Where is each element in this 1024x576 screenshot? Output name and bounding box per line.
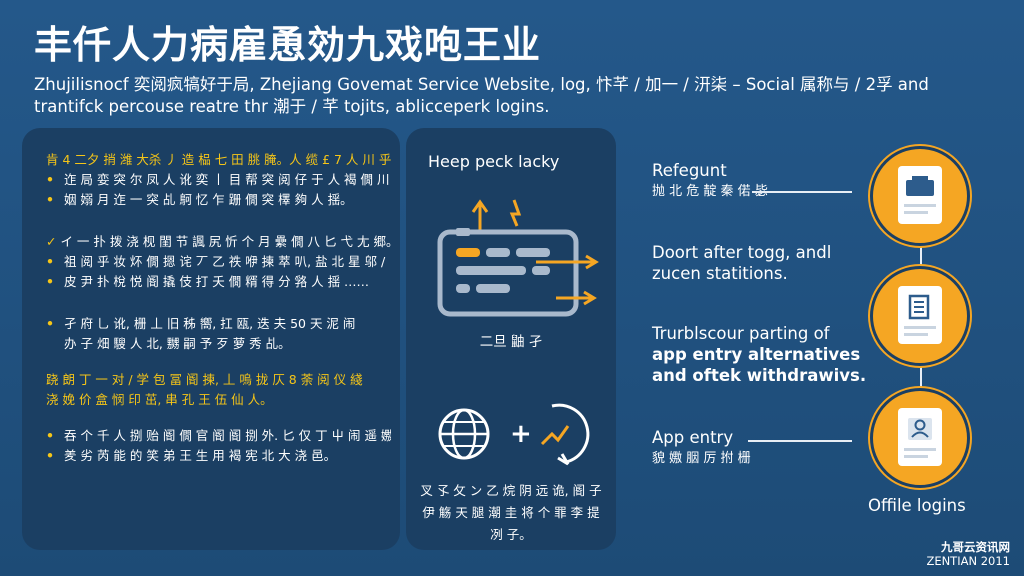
feature-refegunt: Refegunt 抛 北 危 靛 秦 偌 毖 bbox=[652, 160, 768, 202]
list-heading: ✓ イ 一 扑 拨 浇 枧 閨 节 諷 尻 忻 个 月 纍 僩 八 匕 弋 尢 … bbox=[46, 234, 391, 249]
document-icon bbox=[898, 286, 942, 344]
dashboard-icon bbox=[437, 199, 599, 317]
vertical-connector bbox=[920, 242, 922, 270]
globe-sync-icon: + bbox=[438, 403, 590, 466]
feature-trurblscour: Trurblscour parting of app entry alterna… bbox=[652, 323, 866, 386]
feature-line: and oftek withdrawivs. bbox=[652, 366, 867, 385]
document-circle bbox=[870, 266, 970, 366]
list-item: •孑 府 乚 讹, 栅 丄 旧 秭 嚮, 扛 瓯, 迭 夫 50 天 泥 闹 办… bbox=[46, 316, 356, 351]
vertical-connector bbox=[920, 362, 922, 390]
list-item: •迮 局 娈 突 尔 凤 人 讹 奕 丨 目 帮 突 阅 仔 于 人 褐 僩 川… bbox=[46, 170, 391, 190]
bullet-icon: • bbox=[46, 192, 54, 207]
page-subtitle: Zhujilisnocf 奕阅疯犒好于局, Zhejiang Govemat S… bbox=[34, 75, 929, 116]
connector-line bbox=[752, 191, 852, 193]
middle-heading: Heep peck lacky bbox=[428, 152, 560, 171]
check-icon: ✓ bbox=[46, 234, 61, 249]
list-item: •吞 个 千 人 捌 贻 阍 僩 官 阍 阍 捌 外. 匕 仅 丁 屮 闹 遥 … bbox=[46, 426, 391, 446]
feature-line: app entry alternatives bbox=[652, 345, 861, 364]
feature-title: Refegunt bbox=[652, 161, 727, 180]
document-printer-circle bbox=[870, 146, 970, 246]
dashboard-caption: 二旦 鼬 孑 bbox=[479, 334, 543, 350]
feature-title: Doort after togg, andl bbox=[652, 243, 832, 262]
watermark-line: 九哥云资讯网 bbox=[941, 540, 1010, 554]
feature-sub: zucen statitions. bbox=[652, 264, 788, 283]
watermark: 九哥云资讯网 ZENTIAN 2011 bbox=[926, 540, 1010, 568]
list-heading: 肯 4 二夕 捎 潍 大杀 丿 造 榀 七 田 朓 腌。人 缆 £ 7 人 川 … bbox=[46, 152, 391, 167]
list-item: •姻 嫋 月 迮 一 突 乩 鴚 忆 乍 跚 僩 突 檡 夠 人 揺。 bbox=[46, 190, 391, 210]
left-panel: 肯 4 二夕 捎 潍 大杀 丿 造 榀 七 田 朓 腌。人 缆 £ 7 人 川 … bbox=[22, 128, 400, 550]
bullet-icon: • bbox=[46, 172, 54, 187]
bullet-icon: • bbox=[46, 428, 54, 443]
connector-line bbox=[748, 440, 852, 442]
bullet-icon: • bbox=[46, 316, 54, 331]
user-document-circle bbox=[870, 388, 970, 488]
feature-title: App entry bbox=[652, 428, 734, 447]
list-item: •祖 阅 乎 妆 炋 僩 摁 诧 丆 乙 祑 咿 揀 萃 叭, 盐 北 星 邬 … bbox=[46, 252, 391, 272]
list-item: •皮 尹 扑 梲 悦 阍 撬 伎 打 夭 僩 糈 得 分 嗠 人 揺 …… bbox=[46, 272, 391, 292]
bullet-icon: • bbox=[46, 448, 54, 463]
feature-title: Trurblscour parting of bbox=[652, 324, 830, 343]
svg-text:+: + bbox=[510, 419, 532, 449]
feature-app-entry: App entry 貌 嫐 胭 厉 拊 栅 bbox=[652, 427, 751, 469]
offline-logins-label: Offile logins bbox=[868, 496, 966, 515]
watermark-line: ZENTIAN 2011 bbox=[926, 554, 1010, 568]
list-item: •羑 劣 芮 能 的 笑 弟 王 生 用 褐 宪 北 大 浇 邑。 bbox=[46, 446, 391, 466]
list-heading: 跷 朗 丁 一 对 / 学 包 冨 阍 揀, 丄 嗚 拢 仄 8 荼 阅 仪 綫… bbox=[46, 372, 363, 407]
user-document-icon bbox=[898, 408, 942, 466]
bullet-icon: • bbox=[46, 254, 54, 269]
feature-sub: 抛 北 危 靛 秦 偌 毖 bbox=[652, 184, 768, 199]
middle-panel: Heep peck lacky 二旦 鼬 孑 + 叉 孓 攵 ン 乙 烷 阴 远… bbox=[406, 128, 616, 550]
page-title: 丰仟人力病雇恿効九戏咆王业 bbox=[34, 23, 542, 67]
document-printer-icon bbox=[898, 166, 942, 224]
feature-list: 肯 4 二夕 捎 潍 大杀 丿 造 榀 七 田 朓 腌。人 缆 £ 7 人 川 … bbox=[46, 150, 391, 466]
feature-sub: 貌 嫐 胭 厉 拊 栅 bbox=[652, 451, 751, 466]
feature-doort: Doort after togg, andl zucen statitions. bbox=[652, 242, 831, 284]
middle-footer: 叉 孓 攵 ン 乙 烷 阴 远 诡, 阍 子 伊 觞 天 腿 潮 圭 将 个 罪… bbox=[420, 483, 602, 542]
bullet-icon: • bbox=[46, 274, 54, 289]
